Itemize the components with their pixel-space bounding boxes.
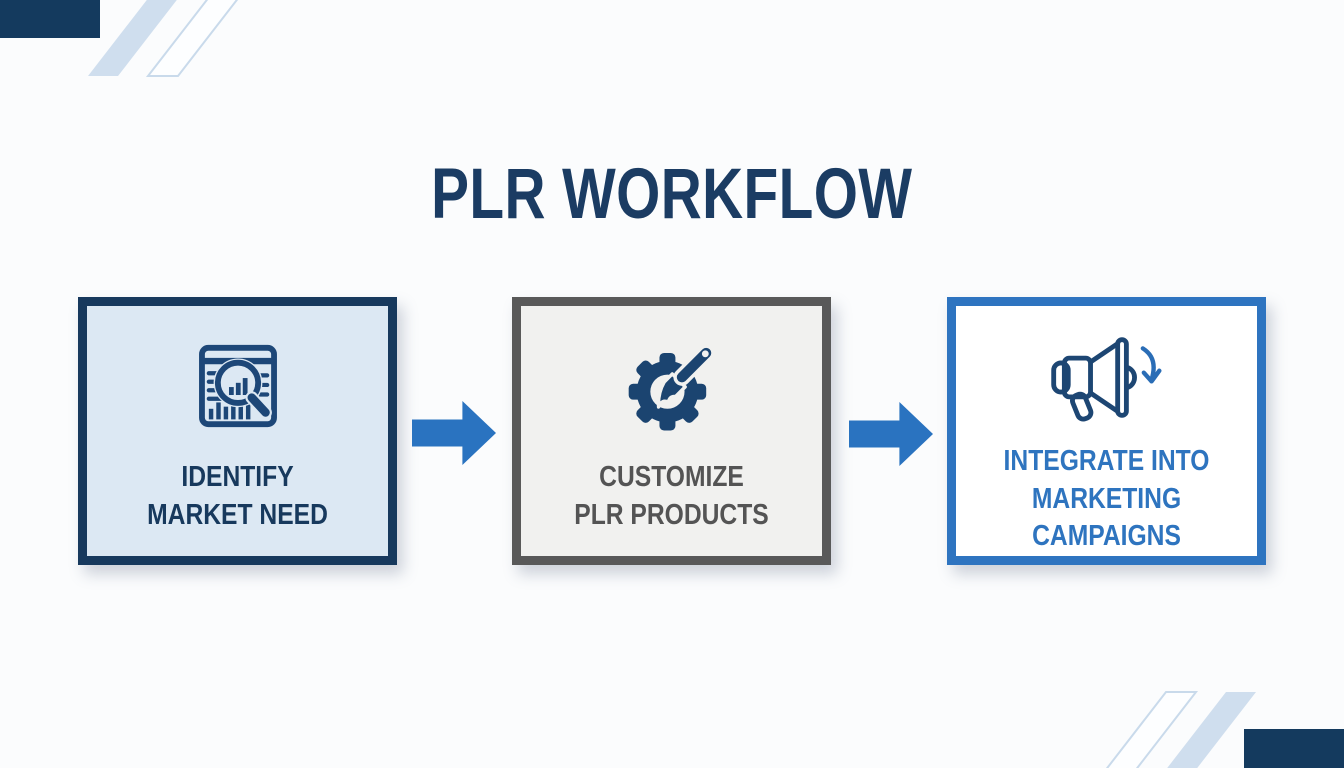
step-label-line1: IDENTIFY (181, 461, 294, 493)
right-arrow-icon (849, 402, 933, 466)
market-research-magnifier-icon (185, 328, 291, 443)
step-label-line2: PLR PRODUCTS (574, 498, 769, 531)
step-label: IDENTIFY MARKET NEED (87, 459, 388, 534)
corner-accent-top-left (0, 0, 100, 38)
step-label-line2: MARKETING CAMPAIGNS (1031, 482, 1182, 553)
step-box-identify-market-need: IDENTIFY MARKET NEED (78, 297, 397, 565)
decorative-stripes-bottom-right (1084, 691, 1256, 768)
step-label: CUSTOMIZE PLR PRODUCTS (521, 459, 822, 534)
gear-paintbrush-icon (615, 328, 729, 443)
corner-accent-bottom-right (1244, 729, 1344, 768)
page-title: PLR WORKFLOW (431, 155, 913, 234)
right-arrow-icon (412, 401, 496, 465)
step-label-line1: INTEGRATE INTO (1003, 444, 1210, 477)
step-label-line2: MARKET NEED (147, 498, 328, 531)
megaphone-icon (1044, 328, 1170, 427)
step-box-integrate-marketing-campaigns: INTEGRATE INTO MARKETING CAMPAIGNS (947, 297, 1266, 565)
decorative-stripes-top-left (88, 0, 239, 77)
step-box-customize-plr-products: CUSTOMIZE PLR PRODUCTS (512, 297, 831, 565)
step-label: INTEGRATE INTO MARKETING CAMPAIGNS (956, 443, 1257, 556)
step-label-line1: CUSTOMIZE (599, 461, 744, 493)
